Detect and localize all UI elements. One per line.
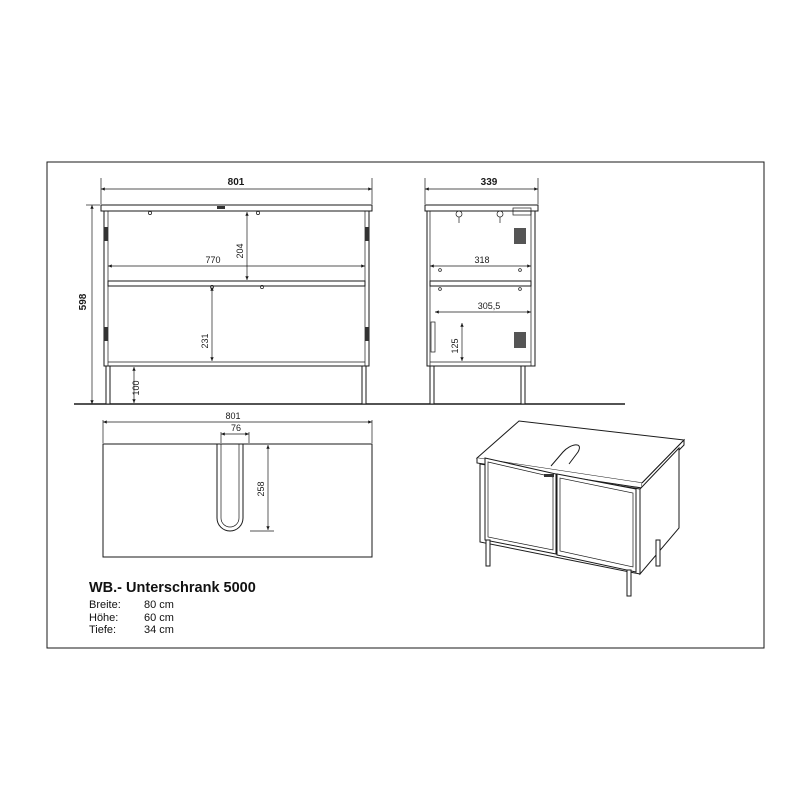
spec-value: 80 cm bbox=[144, 599, 174, 611]
hinge-left-top bbox=[104, 227, 108, 241]
side-leg-left bbox=[429, 365, 435, 405]
front-leg-right bbox=[361, 365, 367, 405]
spec-value: 34 cm bbox=[144, 624, 174, 636]
front-shelf bbox=[107, 280, 366, 287]
side-leg-right bbox=[520, 365, 526, 405]
side-view: 339 318 305,5 125 bbox=[424, 177, 539, 405]
dim-front-width: 801 bbox=[228, 177, 245, 188]
dim-side-hinge-height: 125 bbox=[450, 338, 460, 353]
dim-front-lower-compartment: 231 bbox=[200, 333, 210, 348]
dim-side-depth: 339 bbox=[481, 177, 498, 188]
front-view: 801 598 770 204 231 100 bbox=[78, 177, 373, 405]
product-spec: WB.- Unterschrank 5000 Breite: 80 cm Höh… bbox=[89, 580, 256, 637]
perspective-view bbox=[475, 420, 686, 597]
persp-leg-back-right bbox=[655, 539, 661, 567]
dim-side-shelf-depth: 318 bbox=[474, 255, 489, 265]
top-outline bbox=[102, 443, 373, 558]
spec-label: Höhe: bbox=[89, 611, 119, 624]
dim-top-cutout-width: 76 bbox=[231, 423, 241, 433]
product-title: WB.- Unterschrank 5000 bbox=[89, 580, 256, 596]
front-top-panel bbox=[100, 204, 373, 212]
persp-door-left bbox=[484, 457, 557, 555]
hinge-right-bottom bbox=[365, 327, 369, 341]
dim-top-width: 801 bbox=[225, 411, 240, 421]
top-view: 801 76 258 bbox=[102, 411, 373, 558]
spec-label: Breite: bbox=[89, 599, 121, 611]
side-carcass bbox=[426, 210, 536, 367]
persp-door-right bbox=[556, 473, 637, 573]
persp-leg-front-left bbox=[485, 539, 491, 567]
spec-row-depth: Tiefe: 34 cm bbox=[89, 624, 256, 637]
dim-front-upper-compartment: 204 bbox=[235, 243, 245, 258]
drawing-frame bbox=[46, 161, 765, 649]
top-cutout bbox=[216, 444, 244, 532]
hinge-plate-top bbox=[514, 228, 526, 244]
hinge-right-top bbox=[365, 227, 369, 241]
persp-side bbox=[639, 446, 680, 576]
dim-front-height: 598 bbox=[78, 293, 89, 310]
dim-front-inner-width: 770 bbox=[205, 255, 220, 265]
spec-row-height: Höhe: 60 cm bbox=[89, 612, 256, 625]
hinge-left-bottom bbox=[104, 327, 108, 341]
spec-value: 60 cm bbox=[144, 611, 174, 624]
spec-label: Tiefe: bbox=[89, 624, 117, 636]
side-shelf bbox=[429, 280, 532, 287]
persp-leg-front-right bbox=[626, 569, 632, 597]
dim-top-cutout-depth: 258 bbox=[256, 481, 266, 496]
spec-row-width: Breite: 80 cm bbox=[89, 599, 256, 612]
front-carcass bbox=[103, 210, 370, 367]
dim-side-bottom-depth: 305,5 bbox=[478, 301, 501, 311]
hinge-plate-bottom bbox=[514, 332, 526, 348]
front-leg-left bbox=[105, 365, 111, 405]
dim-front-leg-height: 100 bbox=[131, 380, 141, 395]
